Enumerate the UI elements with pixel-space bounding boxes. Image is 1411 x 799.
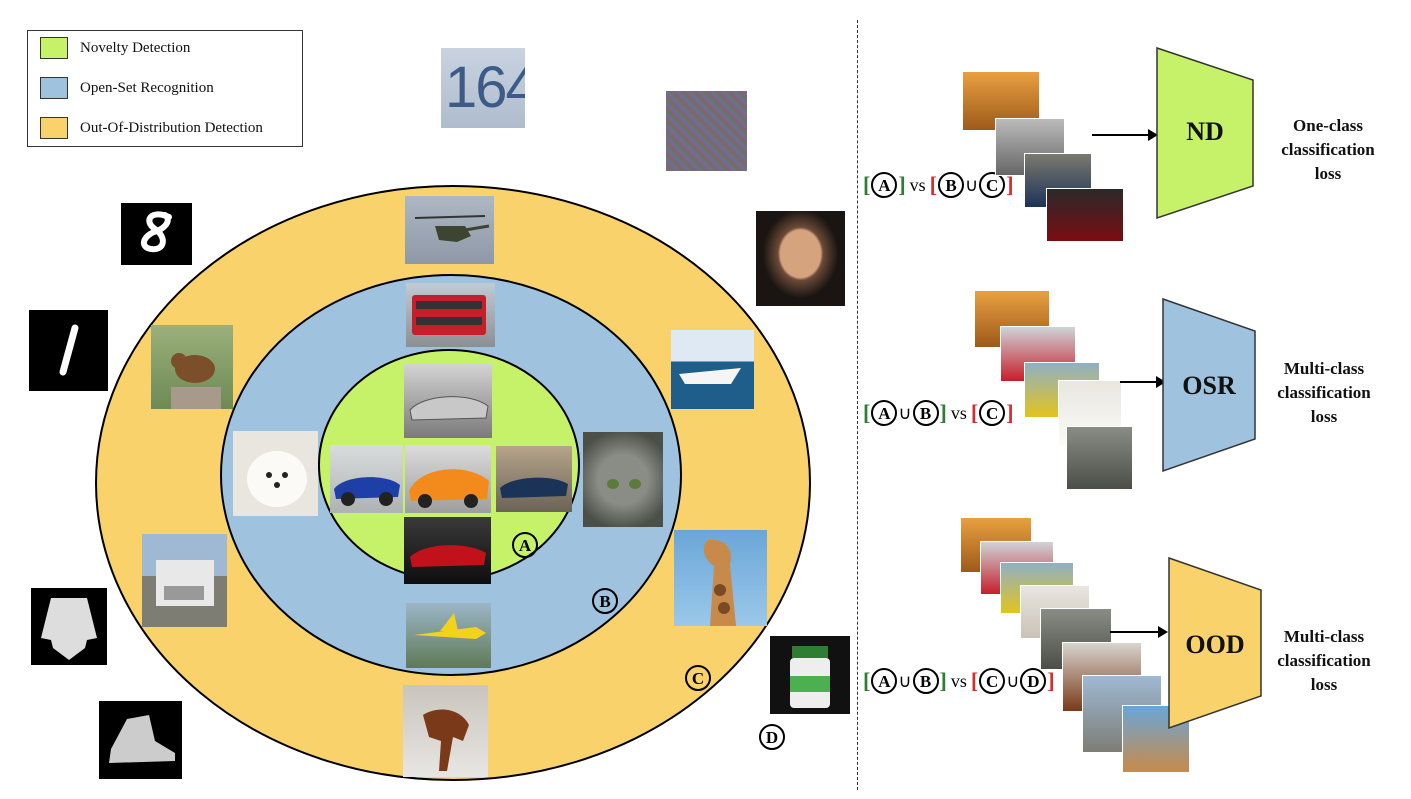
boat-image [671,330,754,409]
nd-arrow [1092,129,1158,141]
fashion-shoe-image [99,701,182,779]
svhn-image: 164 [441,48,525,128]
horse-image [403,685,488,777]
giraffe-image [674,530,767,626]
osr-arrow [1120,376,1166,388]
orange-car-image [405,445,491,513]
helicopter-image [405,196,494,264]
nd-expression: [A] vs [B∪C] [863,172,1014,198]
section-divider [857,20,858,790]
legend: Novelty Detection Open-Set Recognition O… [27,30,303,147]
label-a: A [512,532,538,558]
dark-blue-car-image [496,446,572,512]
legend-label: Out-Of-Distribution Detection [80,119,263,136]
noise-image [666,91,747,171]
ood-expression: [A∪B] vs [C∪D] [863,668,1055,694]
osr-model: OSR [1162,297,1256,473]
fashion-shirt-image [31,588,107,665]
osr-label: OSR [1182,371,1236,400]
blue-roadster-image [330,445,403,513]
legend-label: Open-Set Recognition [80,79,214,96]
legend-item-novelty: Novelty Detection [40,35,190,61]
ood-trapezoid [1168,556,1262,730]
nd-model: ND [1156,46,1254,220]
bird-image [151,325,233,409]
label-b: B [592,588,618,614]
stack-cat [1066,426,1133,490]
cat-image [583,432,663,527]
label-c: C [685,665,711,691]
bus-image [406,283,495,347]
stack-red-car [1046,188,1124,242]
airplane-image [406,603,491,668]
osr-expression: [A∪B] vs [C] [863,400,1014,426]
dog-image [233,431,318,516]
mnist-one-image [29,310,108,391]
silver-car-image [404,364,492,438]
label-d: D [759,724,785,750]
svhn-digits: 164 [445,55,525,120]
mnist-eight-image [121,203,192,265]
ood-arrow [1110,626,1168,638]
legend-item-osr: Open-Set Recognition [40,75,214,101]
ood-model: OOD [1168,556,1262,730]
nd-label: ND [1186,117,1224,146]
red-car-image [404,517,491,584]
pills-image [770,636,850,714]
nd-trapezoid [1156,46,1254,220]
legend-swatch [40,117,68,139]
truck-image [142,534,227,627]
legend-swatch [40,77,68,99]
legend-swatch [40,37,68,59]
osr-trapezoid [1162,297,1256,473]
face-image [756,211,845,306]
legend-label: Novelty Detection [80,39,191,56]
legend-item-ood: Out-Of-Distribution Detection [40,115,263,141]
ood-label: OOD [1185,630,1244,659]
